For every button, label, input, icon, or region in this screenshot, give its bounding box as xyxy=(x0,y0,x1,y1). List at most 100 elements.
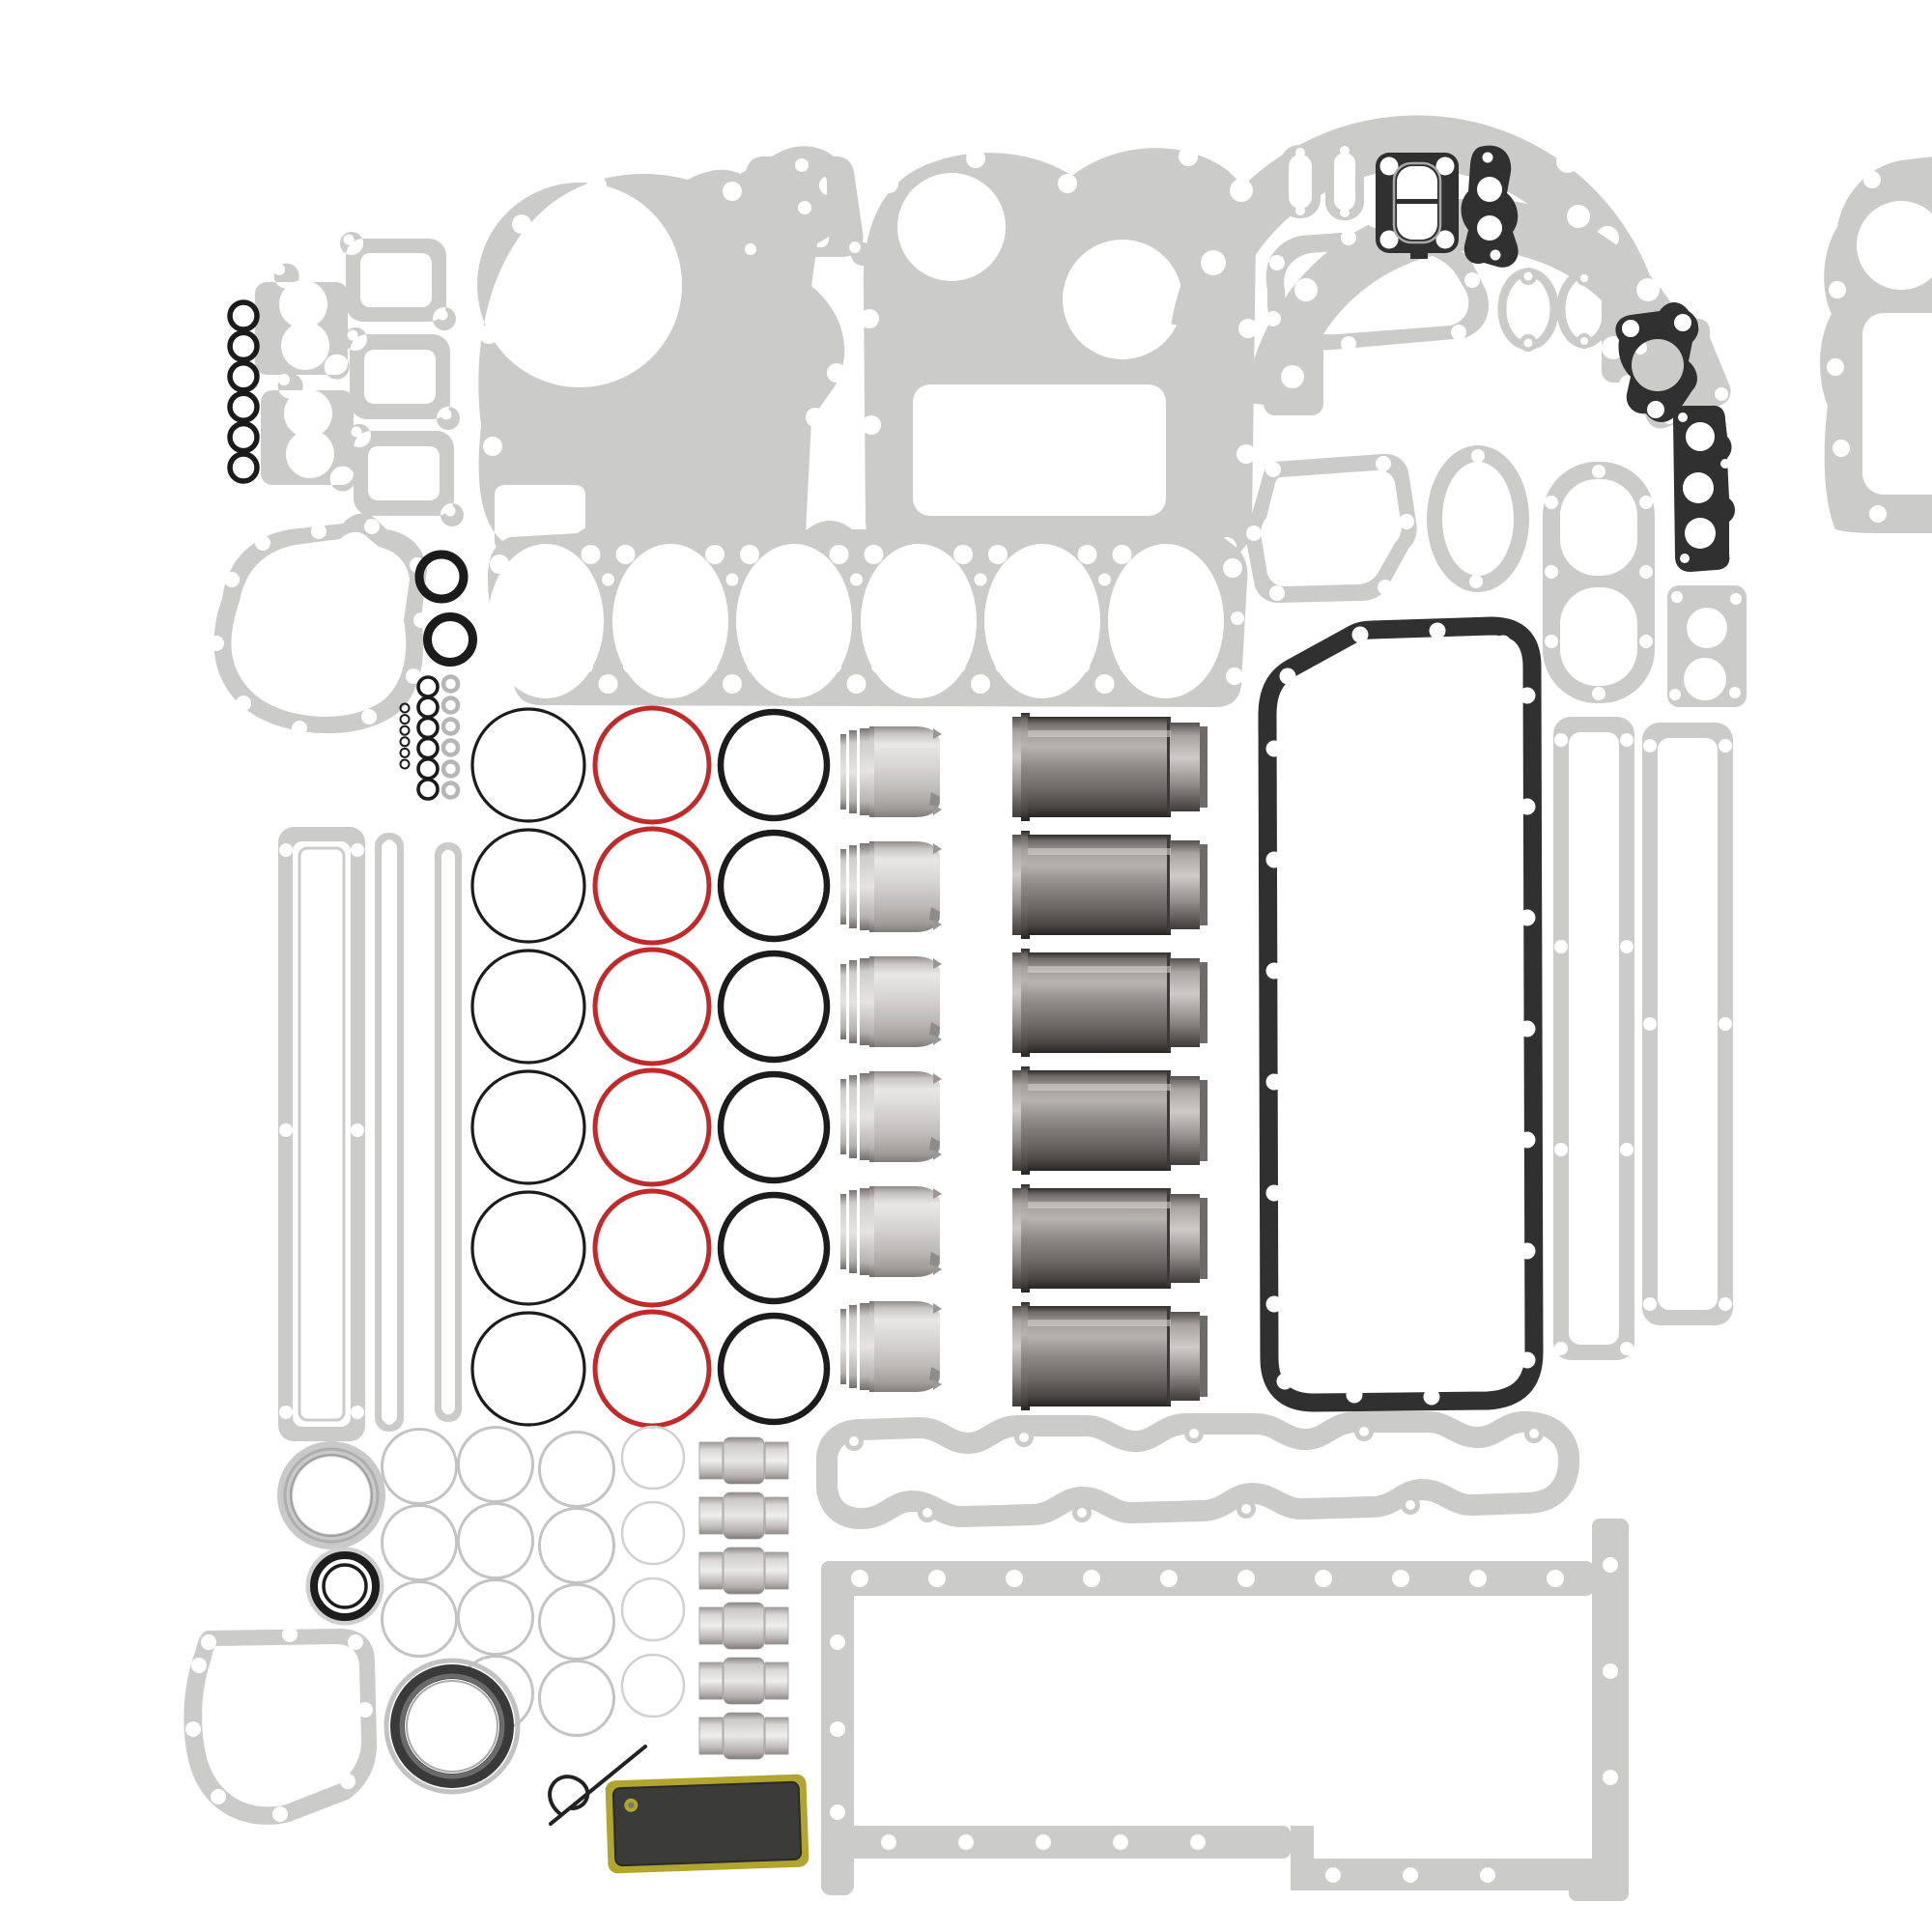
piston-ring xyxy=(381,1580,458,1658)
right-edge-gasket xyxy=(1820,156,1932,533)
liner-oring-red xyxy=(592,947,712,1066)
head-gasket-cylinder-opening xyxy=(984,544,1100,698)
hexagon-cover-gasket xyxy=(1245,453,1417,603)
tag-wire xyxy=(548,1745,647,1826)
piston xyxy=(840,1186,942,1277)
small-oring xyxy=(227,329,260,363)
tiny-oring xyxy=(399,758,411,770)
oval-cover-gasket xyxy=(1427,445,1529,592)
liner-oring-red xyxy=(592,1188,712,1308)
liner-oring-black-thin xyxy=(470,1311,586,1427)
small-oring xyxy=(227,360,260,393)
piston xyxy=(840,956,942,1047)
small-oring xyxy=(227,420,260,454)
medium-oring xyxy=(416,675,440,698)
piston-ring-cluster xyxy=(381,1425,686,1737)
gray-washer xyxy=(440,738,461,757)
head-gasket-cylinder-opening xyxy=(612,544,728,698)
head-gasket-cylinder-opening xyxy=(1108,544,1224,698)
piston-set xyxy=(840,726,942,1392)
liner-oring-red xyxy=(592,1067,712,1187)
liner-oring-black-thick xyxy=(717,829,831,943)
medium-oring xyxy=(416,696,440,720)
liner-oring-black-thick xyxy=(717,1191,831,1305)
piston-ring xyxy=(457,1426,534,1503)
liner-oring-black-thin xyxy=(470,949,586,1065)
bearing-shell-pair xyxy=(698,1547,789,1595)
front-plate-gasket xyxy=(184,1627,377,1825)
gray-washer xyxy=(440,674,461,694)
piston-ring xyxy=(381,1504,458,1581)
crankshaft-seal-black-rim xyxy=(305,1547,384,1626)
bearing-shell-pair xyxy=(698,1657,789,1705)
gray-washer xyxy=(440,759,461,779)
liner-oring-black-thin xyxy=(470,828,586,944)
gray-washer xyxy=(440,717,461,736)
tiny-oring xyxy=(399,736,411,748)
oil-pan-rail-gasket xyxy=(821,1519,1629,1901)
two-hole-plate-gasket xyxy=(1667,585,1747,707)
liner-oring-red xyxy=(592,826,712,946)
head-gasket-cylinder-opening xyxy=(861,544,977,698)
tiny-oring xyxy=(399,747,411,758)
obround-cover-gasket xyxy=(1543,462,1655,703)
gray-washer xyxy=(440,696,461,715)
liner-oring-grid xyxy=(470,705,831,1429)
piston-ring xyxy=(457,1578,534,1656)
piston xyxy=(840,1071,942,1162)
flywheel-housing-gasket xyxy=(860,147,1258,570)
piston-ring xyxy=(538,1431,615,1508)
liner-oring-red xyxy=(592,1309,712,1429)
rear-main-seal xyxy=(384,1658,521,1795)
service-tag xyxy=(605,1774,810,1874)
liner-oring-black-thick xyxy=(717,1070,831,1184)
push-rod-cover-gaskets-right xyxy=(1553,717,1733,1360)
small-oring xyxy=(227,390,260,423)
bearing-shell-pair xyxy=(698,1436,789,1485)
piston xyxy=(840,1301,942,1392)
head-gasket-cylinder-opening xyxy=(736,544,852,698)
oval-exhaust-gasket-pair xyxy=(1497,268,1612,352)
piston-ring xyxy=(620,1653,686,1719)
piston-ring xyxy=(457,1502,534,1579)
medium-oring xyxy=(416,716,440,740)
bearing-shell-set xyxy=(698,1436,789,1760)
bearing-shell-pair xyxy=(698,1602,789,1650)
small-oring xyxy=(227,451,260,484)
small-port-gasket-pair xyxy=(1280,143,1364,220)
piston xyxy=(840,726,942,817)
side-cover-strip-gaskets-left xyxy=(278,827,462,1441)
cylinder-head-gasket xyxy=(488,519,1248,707)
piston-ring xyxy=(538,1583,615,1661)
piston-ring xyxy=(538,1507,615,1584)
small-seal-chains xyxy=(227,299,461,801)
cylinder-liner xyxy=(1012,713,1208,821)
tiny-oring xyxy=(399,702,411,714)
liner-oring-black-thin xyxy=(470,707,586,823)
liner-oring-red xyxy=(592,705,712,825)
cylinder-liner xyxy=(1012,949,1208,1057)
medium-oring xyxy=(416,756,440,781)
small-oring xyxy=(227,299,260,332)
thermostat-gasket xyxy=(1615,302,1699,422)
medium-oring xyxy=(416,736,440,760)
valve-cover-gasket xyxy=(816,1410,1580,1529)
liner-oring-black-thick xyxy=(717,950,831,1064)
cylinder-liner xyxy=(1012,1184,1208,1293)
piston-ring xyxy=(620,1425,686,1491)
turbo-mount-gasket xyxy=(1376,153,1459,259)
liner-oring-black-thin xyxy=(470,1069,586,1185)
cylinder-liner xyxy=(1012,1066,1208,1175)
intake-port-gaskets xyxy=(339,231,464,526)
piston-ring xyxy=(538,1660,615,1737)
piston xyxy=(840,841,942,932)
liner-oring-black-thick xyxy=(717,708,831,822)
head-gasket-cylinder-opening xyxy=(488,544,604,698)
crankshaft-seal-gray xyxy=(277,1441,385,1549)
tiny-oring xyxy=(399,714,411,725)
piston-ring xyxy=(620,1577,686,1642)
exhaust-port-gasket-pair xyxy=(255,263,355,492)
bearing-shell-pair xyxy=(698,1492,789,1540)
oil-pan-gasket-black xyxy=(1258,616,1544,1412)
